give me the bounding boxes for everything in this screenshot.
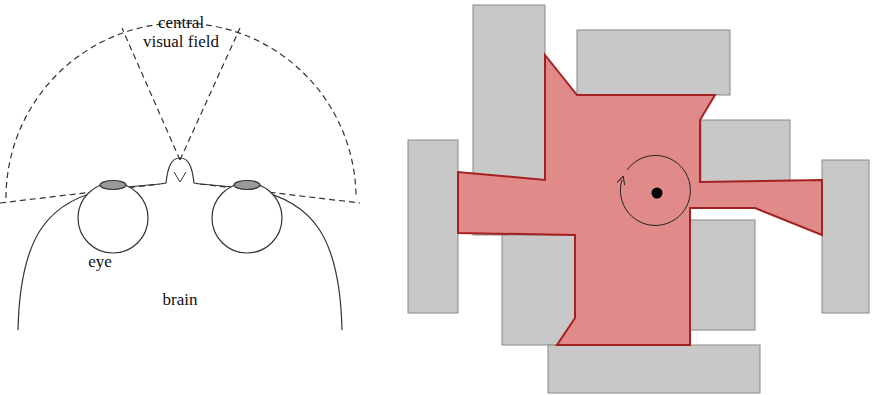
robot-point xyxy=(652,188,663,199)
vertex-mark xyxy=(174,172,186,182)
obstacle xyxy=(408,140,458,313)
obstacle xyxy=(502,235,575,345)
part-label: eye xyxy=(70,252,130,271)
lens xyxy=(234,181,260,190)
obstacle xyxy=(690,220,755,330)
obstacle xyxy=(548,345,760,393)
obstacles xyxy=(408,5,869,393)
rotation-circle xyxy=(620,155,690,225)
head-figure xyxy=(0,23,360,330)
head-outline xyxy=(18,158,342,330)
free-space-region xyxy=(458,55,822,345)
obstacle xyxy=(822,160,869,313)
field-label: central visual field xyxy=(141,13,221,51)
lens xyxy=(100,181,126,190)
eye-circle xyxy=(212,183,282,253)
obstacle xyxy=(577,30,730,95)
eye-circle xyxy=(78,183,148,253)
part-label: brain xyxy=(140,290,220,309)
